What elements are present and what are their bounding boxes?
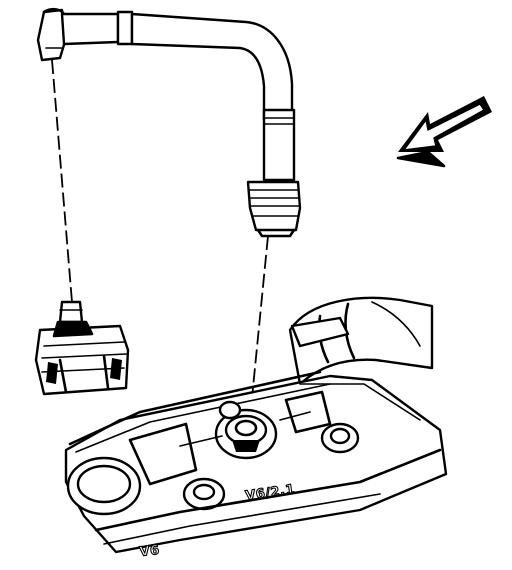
- oil-filler-cap: [66, 456, 142, 516]
- wire-cable-top: [60, 12, 120, 46]
- wire-cable-bend: [130, 12, 294, 122]
- valve-cover: V6/2.1 V6: [64, 370, 448, 561]
- wire-cable-vertical: [262, 108, 296, 182]
- cover-bolt: [320, 422, 360, 454]
- intake-duct: [288, 296, 434, 386]
- spark-plug-well: [214, 408, 278, 460]
- direction-arrow-icon: [396, 96, 492, 168]
- wire-cable-sleeve: [116, 10, 134, 46]
- cover-bolt: [218, 400, 242, 420]
- install-guide-left: [51, 59, 73, 303]
- cover-marking-left: V6: [139, 543, 161, 560]
- spark-plug-wire: [36, 7, 302, 238]
- ignition-coil: [34, 300, 130, 396]
